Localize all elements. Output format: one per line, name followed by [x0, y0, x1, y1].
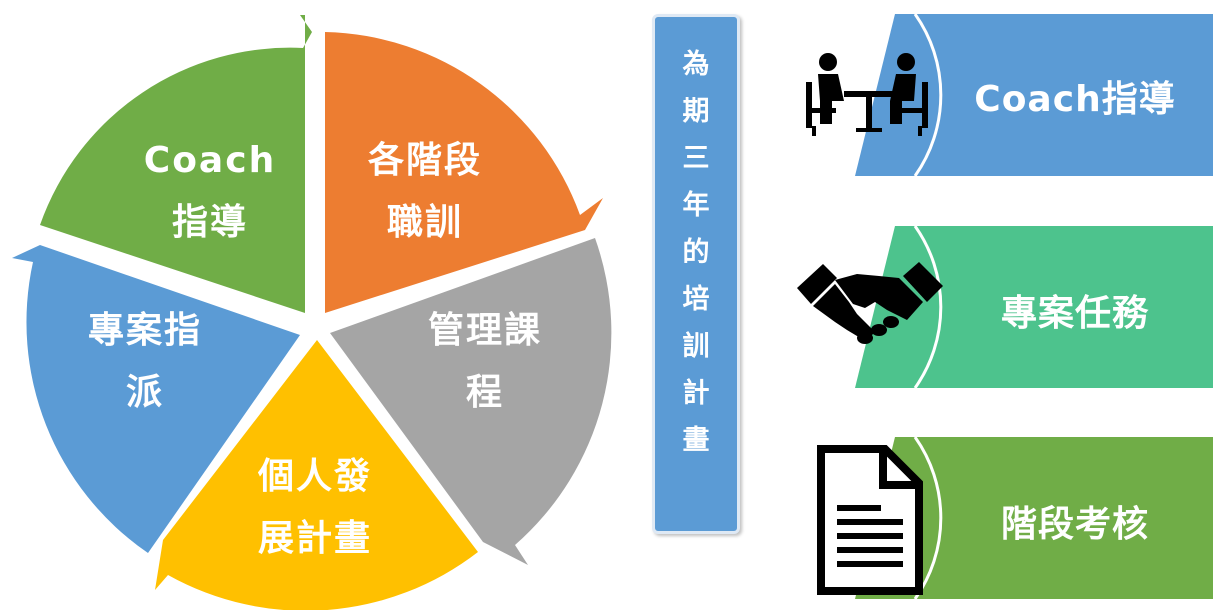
item-label: Coach指導	[974, 79, 1176, 120]
segment-label-line: 展計畫	[257, 518, 372, 559]
cycle-segment-project	[12, 245, 300, 553]
meeting-icon	[806, 53, 928, 136]
segment-label-line: 程	[465, 372, 504, 413]
segment-label-line: 專案指	[87, 310, 202, 351]
cycle-segment-training	[325, 32, 603, 313]
segment-label-line: 指導	[171, 202, 248, 243]
training-plan-text: 為 期 三 年 的 培 訓 計 畫	[655, 41, 737, 464]
segment-label-coach: Coach 指導	[140, 130, 280, 254]
segment-label-project: 專案指 派	[65, 300, 225, 424]
bar-char: 的	[682, 237, 710, 268]
handshake-icon	[797, 262, 943, 344]
bar-char: 畫	[682, 425, 710, 456]
segment-label-line: 管理課	[427, 310, 542, 351]
cycle-diagram	[12, 15, 612, 610]
bar-char: 計	[682, 378, 710, 409]
training-plan-bar: 為 期 三 年 的 培 訓 計 畫	[652, 14, 740, 534]
document-icon	[817, 445, 923, 595]
item-banner-coach: Coach指導	[795, 14, 1213, 176]
bar-char: 為	[682, 49, 710, 80]
segment-label-line: 個人發	[257, 456, 372, 497]
item-banner-assessment: 階段考核	[795, 437, 1213, 599]
segment-label-line: 職訓	[386, 202, 463, 243]
cycle-segment-development	[155, 340, 478, 610]
segment-label-line: 派	[125, 372, 164, 413]
cycle-segment-coach	[40, 15, 312, 313]
bar-char: 訓	[682, 331, 710, 362]
bar-char: 年	[682, 190, 710, 221]
bar-char: 期	[682, 96, 710, 127]
segment-label-training: 各階段 職訓	[345, 130, 505, 254]
item-banner-project: 專案任務	[795, 226, 1213, 388]
bar-char: 三	[682, 143, 710, 174]
segment-label-line: Coach	[143, 140, 277, 181]
item-label: 專案任務	[1000, 293, 1149, 334]
segment-label-development: 個人發 展計畫	[235, 446, 395, 570]
bar-char: 培	[682, 284, 710, 315]
segment-label-line: 各階段	[367, 140, 482, 181]
cycle-segment-management	[330, 238, 612, 565]
item-label: 階段考核	[1000, 504, 1149, 545]
segment-label-management: 管理課 程	[405, 300, 565, 424]
